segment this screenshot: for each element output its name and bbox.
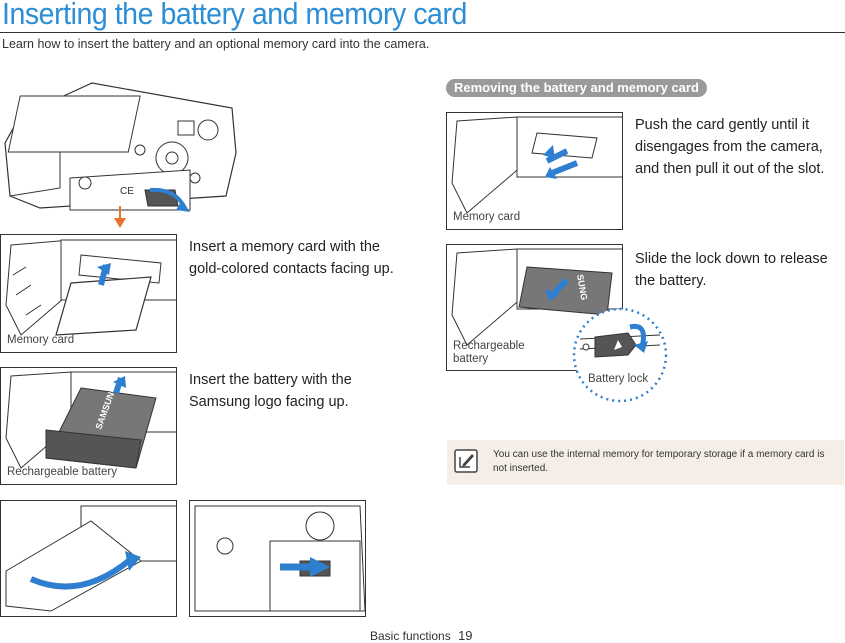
insert-arrow-icon xyxy=(97,263,111,275)
page-number: 19 xyxy=(458,628,473,643)
note-text: You can use the internal memory for temp… xyxy=(493,449,825,474)
close-cover-figure xyxy=(0,500,177,617)
page-footer: Basic functions 19 xyxy=(370,628,473,643)
footer-section: Basic functions xyxy=(370,629,451,643)
memory-card-remove-figure: Memory card xyxy=(446,112,623,230)
note-box: You can use the internal memory for temp… xyxy=(447,440,844,485)
figure-label: Rechargeable battery xyxy=(453,340,525,365)
svg-text:CE: CE xyxy=(120,186,134,197)
title-divider xyxy=(0,32,845,33)
battery-insert-figure: SAMSUNG Rechargeable battery xyxy=(0,367,177,485)
step-insert-battery-text: Insert the battery with the Samsung logo… xyxy=(189,372,352,410)
page-subtitle: Learn how to insert the battery and an o… xyxy=(2,37,430,51)
memory-card-insert-figure: Memory card xyxy=(0,234,177,353)
lock-cover-figure xyxy=(189,500,366,617)
camera-bottom-illustration: CE xyxy=(4,82,237,228)
battery-lock-callout xyxy=(572,307,668,403)
step-insert-card-text: Insert a memory card with the gold-color… xyxy=(189,239,394,277)
orange-arrow-icon xyxy=(114,218,126,228)
figure-label: Memory card xyxy=(453,211,521,223)
note-pencil-icon xyxy=(454,449,478,473)
figure-label: Rechargeable battery xyxy=(7,466,117,478)
section-title: Removing the battery and memory card xyxy=(446,79,707,97)
samsung-logo: SUNG xyxy=(575,274,589,301)
battery-lock-label: Battery lock xyxy=(588,373,649,385)
step-remove-card-text: Push the card gently until it disengages… xyxy=(635,117,825,177)
page-title: Inserting the battery and memory card xyxy=(2,0,467,31)
figure-label: Memory card xyxy=(7,334,75,346)
step-remove-battery-text: Slide the lock down to release the batte… xyxy=(635,251,828,289)
